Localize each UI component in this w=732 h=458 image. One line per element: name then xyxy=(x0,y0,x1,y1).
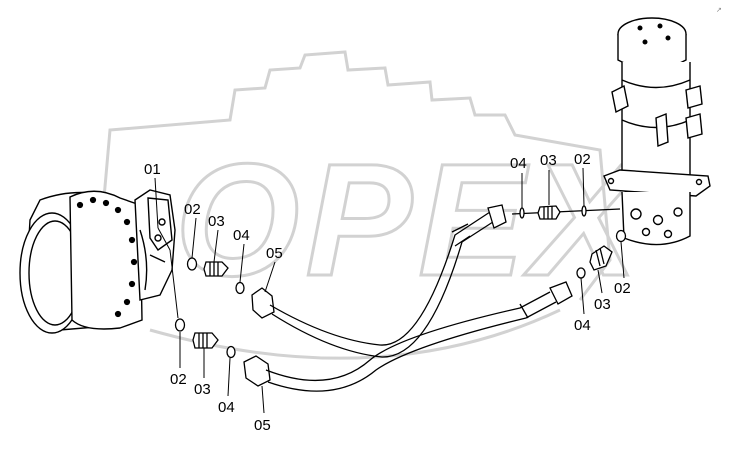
label-motor-oring: 02 xyxy=(184,201,201,218)
flange-hole-2 xyxy=(695,178,703,186)
valve-port-2 xyxy=(154,234,162,242)
label-motor-lower-seal: 04 xyxy=(218,399,235,416)
label-motor-seal: 04 xyxy=(233,227,250,244)
motor-flange xyxy=(69,190,143,330)
seal-04-lower xyxy=(226,345,236,359)
label-motor-lower-hose: 05 xyxy=(254,417,271,434)
swivel-joint xyxy=(603,17,711,246)
seal-04-joint xyxy=(519,207,525,219)
watermark-logo: OPEX xyxy=(93,50,646,360)
label-joint-adapter: 03 xyxy=(540,152,557,169)
label-motor-hose: 05 xyxy=(266,245,283,262)
hose-lower-a xyxy=(265,291,551,381)
cap-bolts xyxy=(637,23,671,45)
joint-port-front xyxy=(655,112,669,148)
oring-02-joint xyxy=(581,205,587,217)
hose-nut-05-upper xyxy=(251,287,275,319)
lower-port-5 xyxy=(663,229,673,239)
oring-02-joint-lower xyxy=(615,229,627,243)
hose-upper-a xyxy=(269,211,491,346)
label-joint-oring: 02 xyxy=(574,151,591,168)
corner-mark: ↗ xyxy=(716,7,722,14)
hose-upper-b xyxy=(271,219,497,358)
seal-04-joint-lower xyxy=(576,267,586,279)
travel-motor xyxy=(19,189,176,334)
watermark-text: OPEX xyxy=(175,130,646,309)
leader-lines xyxy=(154,167,625,414)
joint-ring-1 xyxy=(621,79,691,89)
label-joint-lower-seal: 04 xyxy=(574,317,591,334)
label-joint-seal: 04 xyxy=(510,155,527,172)
label-motor-lower-oring: 02 xyxy=(170,371,187,388)
label-joint-lower-oring: 02 xyxy=(614,280,631,297)
lower-port-4 xyxy=(641,227,651,237)
hose-upper-end xyxy=(451,223,471,247)
motor-upper-fittings xyxy=(186,257,275,319)
adapter-03-lower xyxy=(192,332,219,349)
adapter-03-joint xyxy=(537,205,561,220)
lower-port-3 xyxy=(673,207,683,217)
joint-lower-fittings xyxy=(576,229,627,279)
label-motor-lower-adapter: 03 xyxy=(194,381,211,398)
adapter-03-joint-lower xyxy=(589,245,613,271)
lower-port-2 xyxy=(652,214,664,226)
lower-port-1 xyxy=(630,208,642,220)
callout-labels: 01 02 03 04 05 02 03 04 05 04 03 02 02 0… xyxy=(144,151,631,434)
watermark-gear-outline xyxy=(93,50,612,301)
hose-upper-nut xyxy=(487,204,507,229)
flange-bolts xyxy=(76,196,138,318)
oring-02-lower xyxy=(174,318,186,332)
hydraulic-hoses xyxy=(265,204,573,392)
motor-housing-detail xyxy=(139,229,166,291)
joint-port-right-2 xyxy=(685,113,703,139)
label-motor-adapter: 03 xyxy=(208,213,225,230)
joint-upper-fittings xyxy=(511,205,621,220)
joint-port-right-1 xyxy=(685,85,703,109)
label-motor-part: 01 xyxy=(144,161,161,178)
hose-lower-end xyxy=(519,303,529,319)
motor-lower-fittings xyxy=(174,318,271,387)
label-joint-lower-adapter: 03 xyxy=(594,296,611,313)
flange-hole-1 xyxy=(607,177,615,185)
hose-lower-nut xyxy=(549,281,573,305)
joint-flange xyxy=(603,169,711,197)
hose-lower-b xyxy=(267,301,557,392)
joint-port-left xyxy=(611,84,629,114)
oring-02-upper xyxy=(186,257,198,271)
valve-port-1 xyxy=(158,218,166,226)
hose-nut-05-lower xyxy=(243,355,271,387)
seal-04-upper xyxy=(235,281,245,295)
